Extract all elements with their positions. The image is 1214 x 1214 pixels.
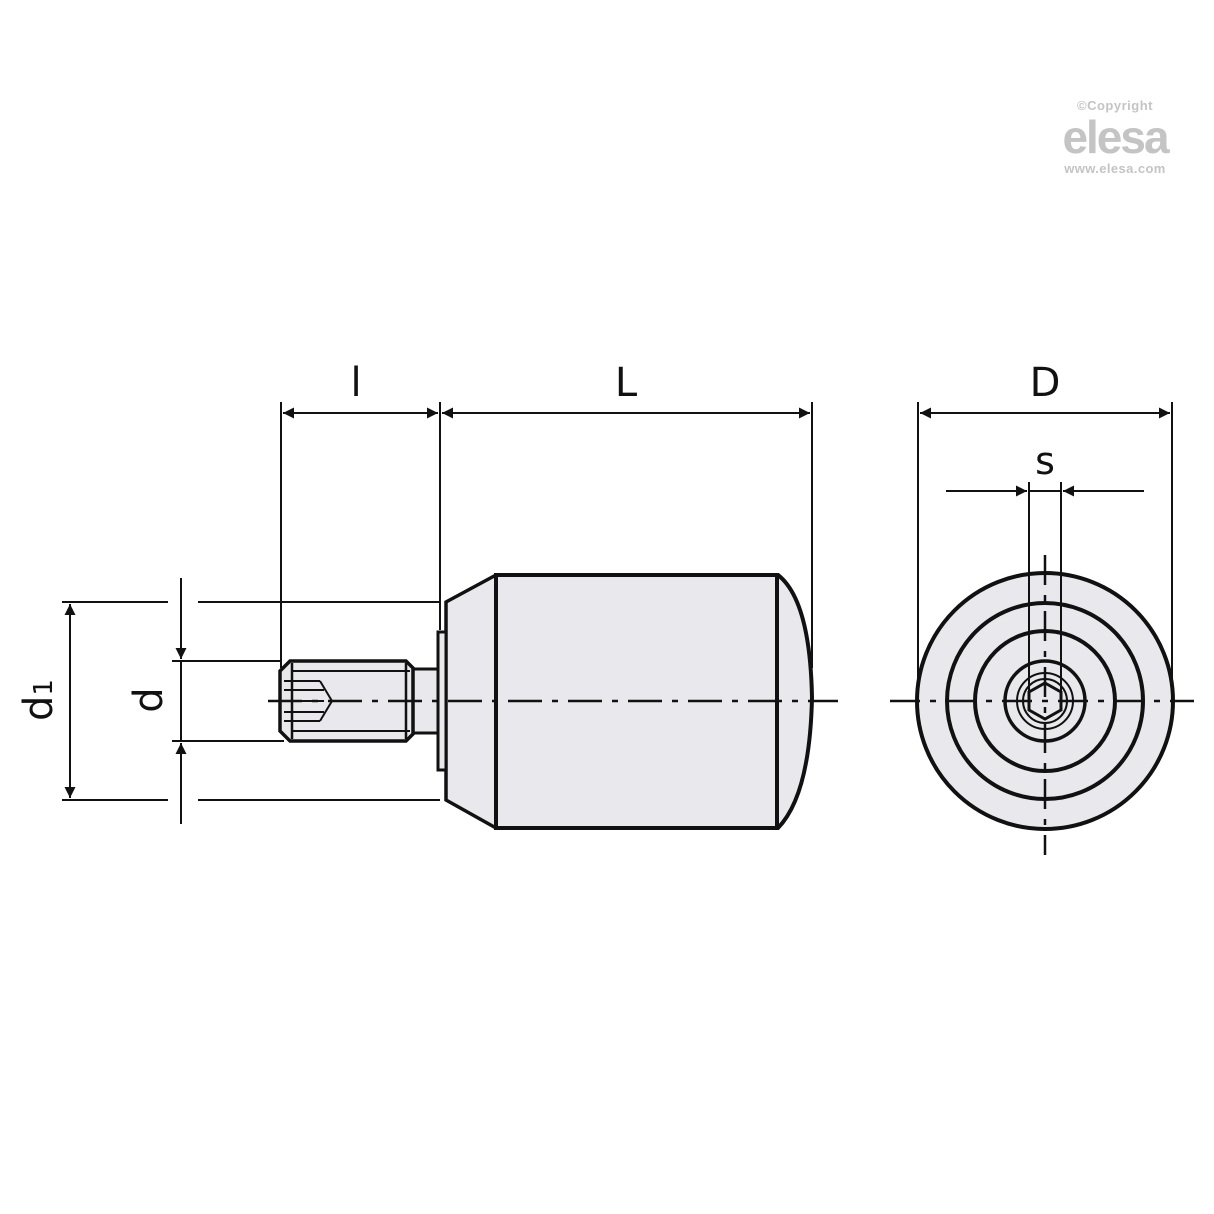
dim-front	[917, 402, 1173, 680]
dim-label-d1: d1	[16, 679, 62, 721]
dim-label-L: L	[615, 360, 638, 406]
website-url: www.elesa.com	[1064, 161, 1166, 176]
brand-logo: elesa	[1062, 111, 1169, 163]
copyright-text: ©Copyright	[1077, 98, 1153, 113]
elesa-watermark: ©Copyright elesa www.elesa.com	[1040, 98, 1190, 176]
front-view	[890, 482, 1194, 855]
dim-label-D: D	[1030, 360, 1061, 406]
dim-label-d: d	[126, 687, 172, 712]
dim-diameters	[62, 578, 440, 824]
dim-length	[280, 402, 813, 668]
dim-label-s: s	[1035, 439, 1055, 483]
side-view	[268, 573, 838, 830]
dim-label-l: l	[350, 360, 361, 406]
